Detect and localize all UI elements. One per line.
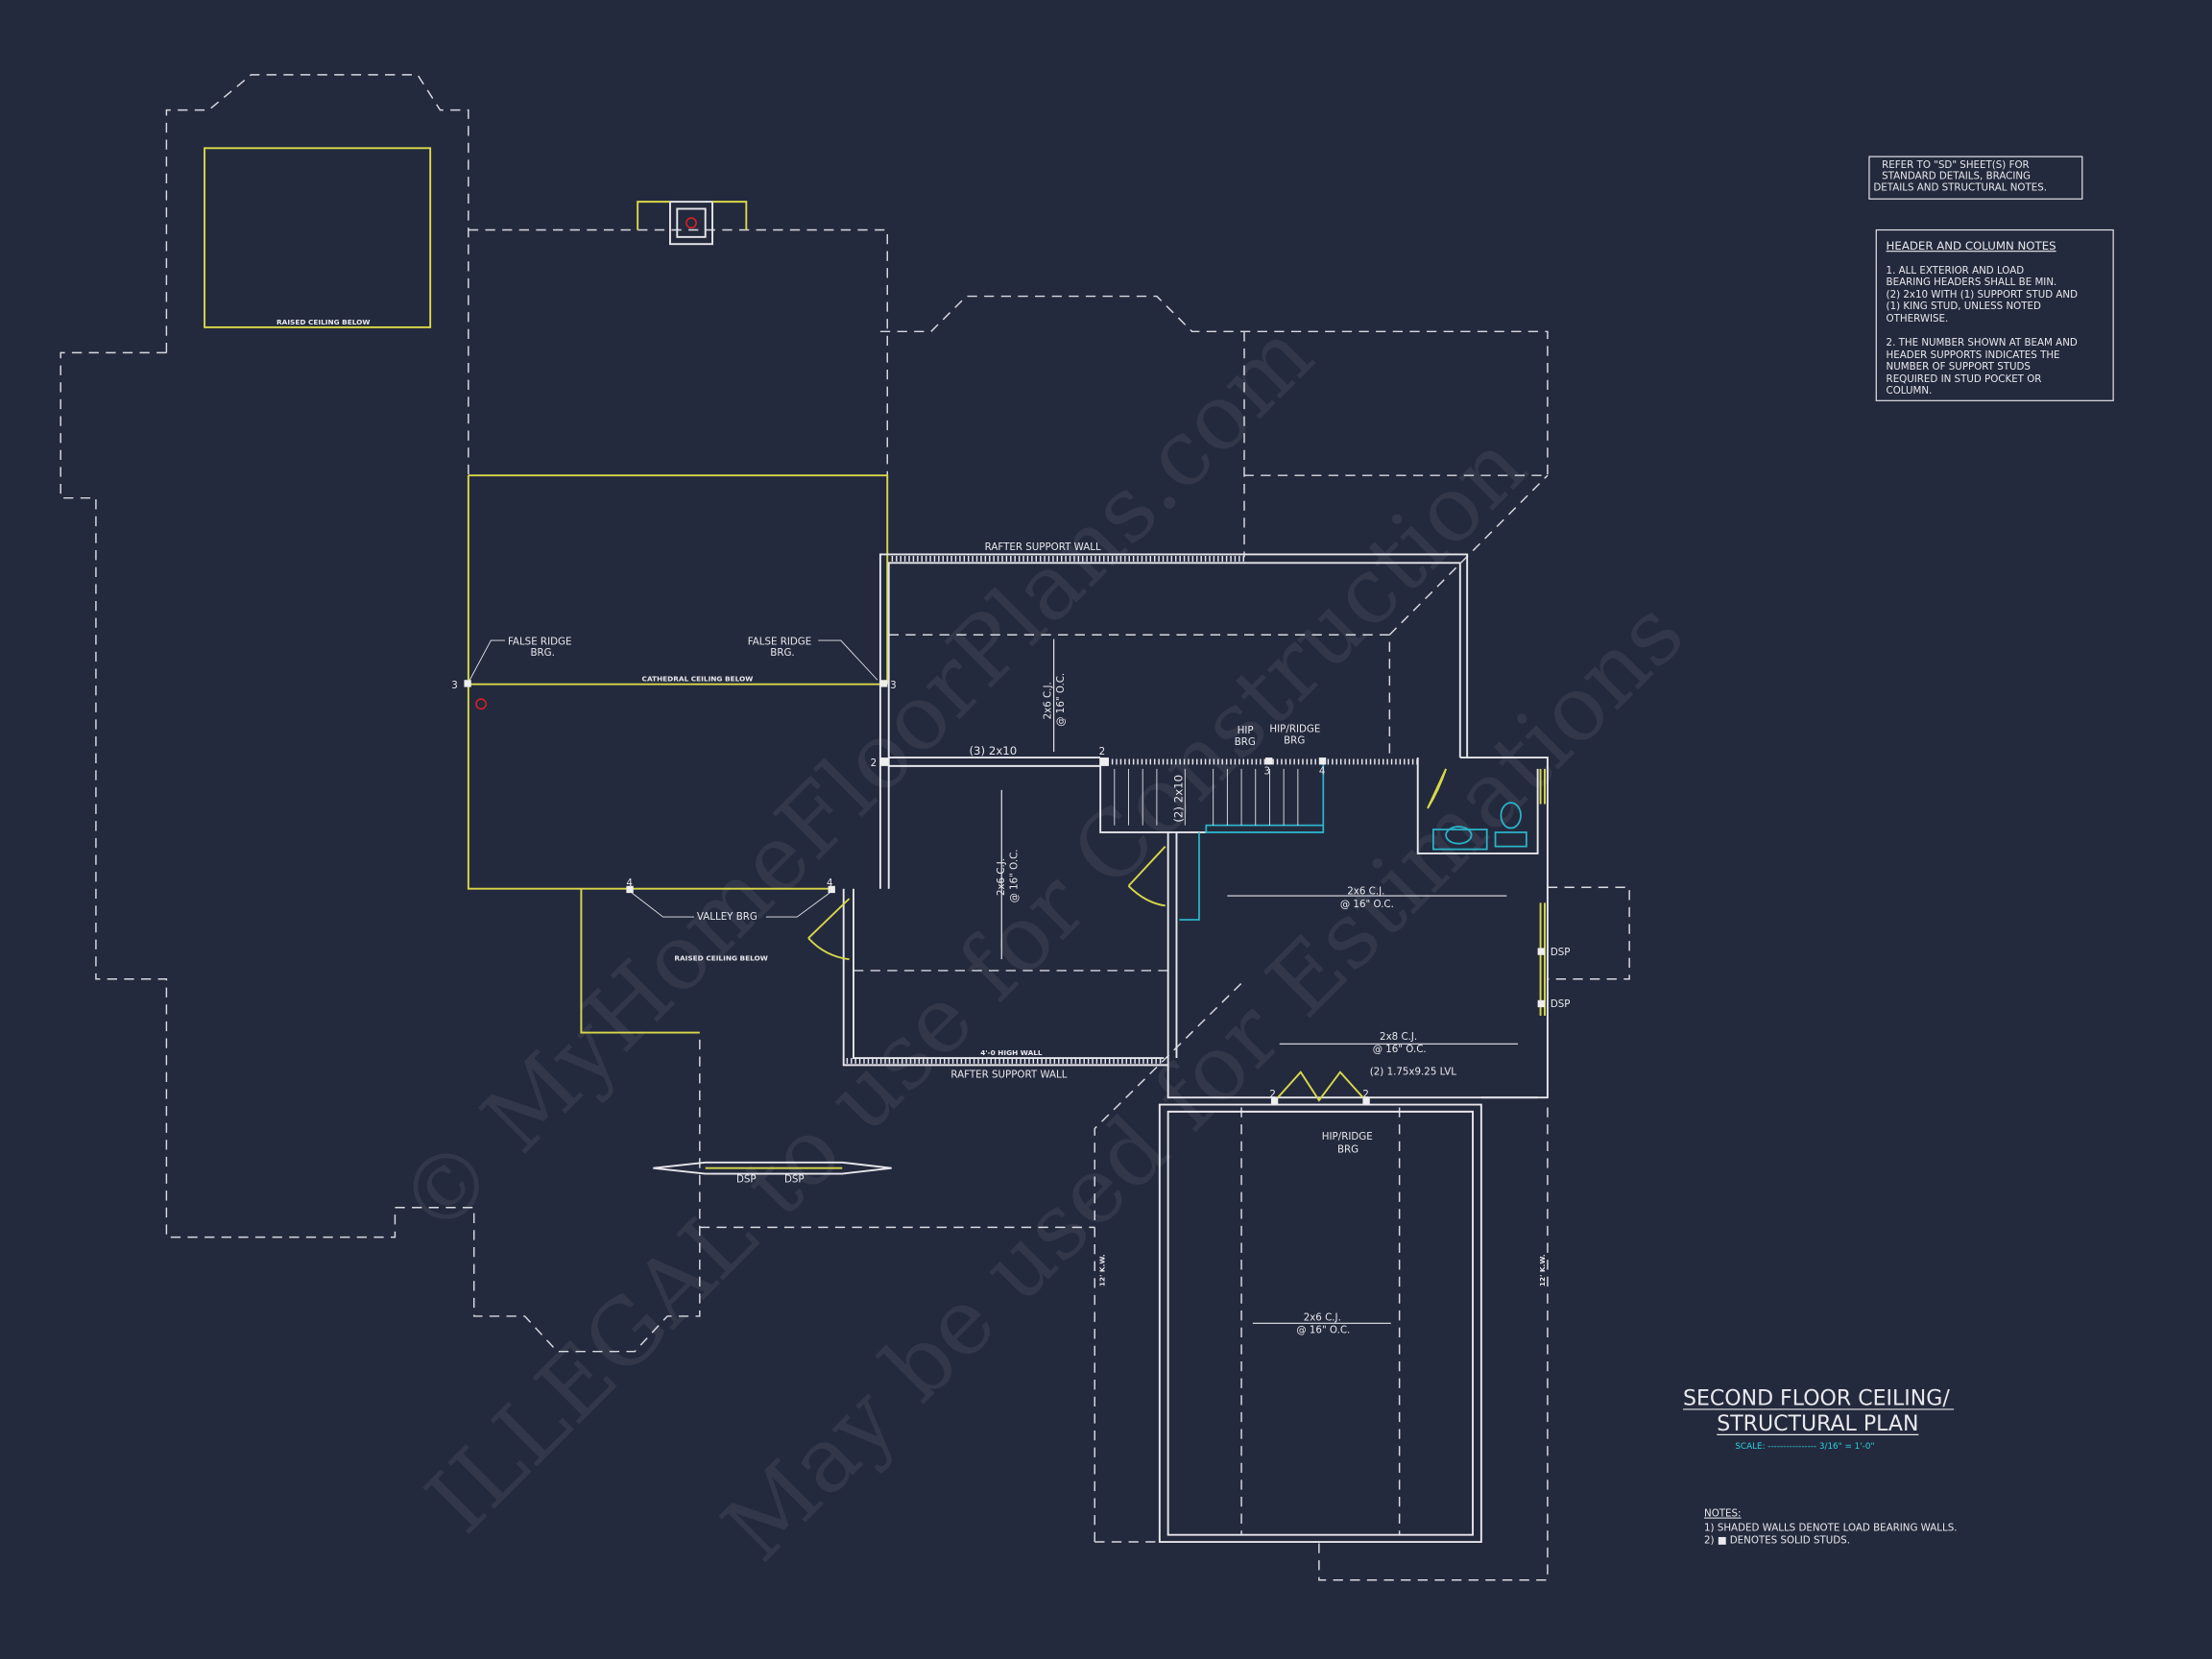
raised-ceiling-label: RAISED CEILING BELOW (674, 954, 767, 963)
beam-label: (2) 2x10 (1171, 775, 1185, 823)
note-item: 1) SHADED WALLS DENOTE LOAD BEARING WALL… (1704, 1522, 1958, 1533)
false-ridge-label: BRG. (770, 647, 794, 659)
ceiling-joist-label: @ 16" O.C. (1373, 1044, 1427, 1055)
ceiling-joist-label: 2x6 C.J. (1304, 1311, 1341, 1323)
hip-brg-label: BRG (1235, 736, 1256, 748)
knee-wall-label: 12' K.W. (1098, 1254, 1107, 1286)
stud-count: 2 (871, 757, 878, 769)
notes-title: NOTES: (1704, 1508, 1742, 1520)
walls (475, 201, 1549, 1543)
ceiling-joist-label: 2x6 C.J. (1347, 886, 1384, 898)
ceiling-joist-label: 2x6 C.J. (996, 858, 1007, 896)
refer-note-line: STANDARD DETAILS, BRACING (1882, 171, 2031, 182)
note-line: 1. ALL EXTERIOR AND LOAD (1887, 265, 2025, 276)
note-line: BEARING HEADERS SHALL BE MIN. (1887, 276, 2057, 288)
dsp-label: DSP (784, 1173, 805, 1185)
ceiling-joist-label: @ 16" O.C. (1340, 899, 1394, 910)
stud-count: 4 (626, 878, 633, 889)
false-ridge-label: FALSE RIDGE (748, 637, 811, 648)
watermark: © MyHomeFloorPlans.com ILLEGAL to use fo… (379, 302, 1704, 1581)
stud-count: 3 (451, 680, 458, 691)
note-line: REQUIRED IN STUD POCKET OR (1887, 373, 2042, 385)
stud-count: 2 (1099, 746, 1106, 757)
title-block: SECOND FLOOR CEILING/ STRUCTURAL PLAN SC… (1682, 1387, 1958, 1547)
header-column-notes: HEADER AND COLUMN NOTES 1. ALL EXTERIOR … (1875, 228, 2114, 401)
note-line: NUMBER OF SUPPORT STUDS (1887, 361, 2031, 373)
ceiling-joist-label: 2x8 C.J. (1380, 1031, 1417, 1043)
ceiling-joist-label: @ 16" O.C. (1296, 1325, 1350, 1336)
false-ridge-label: FALSE RIDGE (508, 637, 571, 648)
note-item: 2) ■ DENOTES SOLID STUDS. (1704, 1535, 1850, 1547)
note-line: 2. THE NUMBER SHOWN AT BEAM AND (1887, 337, 2078, 349)
drawing-scale: SCALE: ---------------- 3/16" = 1'-0" (1735, 1442, 1874, 1452)
false-ridge-label: BRG. (530, 647, 554, 659)
stud-count: 3 (1264, 766, 1271, 778)
high-wall-label: 4'-0 HIGH WALL (980, 1048, 1043, 1057)
note-line: (1) KING STUD, UNLESS NOTED (1887, 301, 2041, 312)
stud-count: 2 (1269, 1089, 1276, 1100)
hip-brg-label: HIP (1238, 725, 1254, 736)
hip-ridge-brg-label: HIP/RIDGE (1269, 724, 1320, 735)
cathedral-ceiling-label: CATHEDRAL CEILING BELOW (642, 675, 754, 684)
hip-ridge-brg-label: BRG (1337, 1143, 1358, 1155)
rafter-support-wall-label: RAFTER SUPPORT WALL (950, 1070, 1067, 1081)
ceiling-joist-label: 2x6 C.J. (1043, 682, 1054, 719)
refer-note-box: REFER TO "SD" SHEET(S) FOR STANDARD DETA… (1868, 156, 2083, 200)
roof-outline-dashed (60, 74, 1630, 1581)
drawing-title: SECOND FLOOR CEILING/ (1683, 1387, 1950, 1411)
stud-count: 4 (827, 878, 833, 889)
note-line: (2) 2x10 WITH (1) SUPPORT STUD AND (1887, 289, 2079, 301)
rafter-support-wall-label: RAFTER SUPPORT WALL (985, 541, 1101, 553)
ceiling-lines (204, 147, 889, 1034)
valley-brg-label: VALLEY BRG (697, 911, 757, 923)
raised-ceiling-label: RAISED CEILING BELOW (276, 318, 370, 326)
note-line: OTHERWISE. (1887, 313, 1949, 325)
note-line: COLUMN. (1887, 385, 1933, 397)
refer-note-line: REFER TO "SD" SHEET(S) FOR (1882, 159, 2030, 171)
header-notes-title: HEADER AND COLUMN NOTES (1887, 239, 2056, 252)
solid-studs (464, 680, 1545, 1105)
dsp-label: DSP (1551, 998, 1571, 1010)
plan-labels: RAISED CEILING BELOW RAISED CEILING BELO… (276, 318, 1570, 1336)
stud-count: 3 (890, 680, 897, 691)
ceiling-joist-label: @ 16" O.C. (1055, 673, 1067, 727)
refer-note-line: DETAILS AND STRUCTURAL NOTES. (1873, 181, 2047, 193)
stud-count: 2 (1362, 1089, 1369, 1100)
dsp-label: DSP (1551, 947, 1571, 958)
dsp-label: DSP (736, 1173, 757, 1185)
hip-ridge-brg-label: BRG (1284, 734, 1305, 746)
note-line: HEADER SUPPORTS INDICATES THE (1887, 349, 2060, 361)
stud-count: 4 (1319, 766, 1326, 778)
hip-ridge-brg-label: HIP/RIDGE (1322, 1131, 1373, 1142)
drawing-subtitle: STRUCTURAL PLAN (1717, 1412, 1918, 1436)
ceiling-joist-label: @ 16" O.C. (1008, 849, 1020, 902)
knee-wall-label: 12' K.W. (1538, 1254, 1547, 1286)
beam-label: (3) 2x10 (969, 744, 1017, 757)
lvl-beam-label: (2) 1.75x9.25 LVL (1370, 1067, 1456, 1078)
